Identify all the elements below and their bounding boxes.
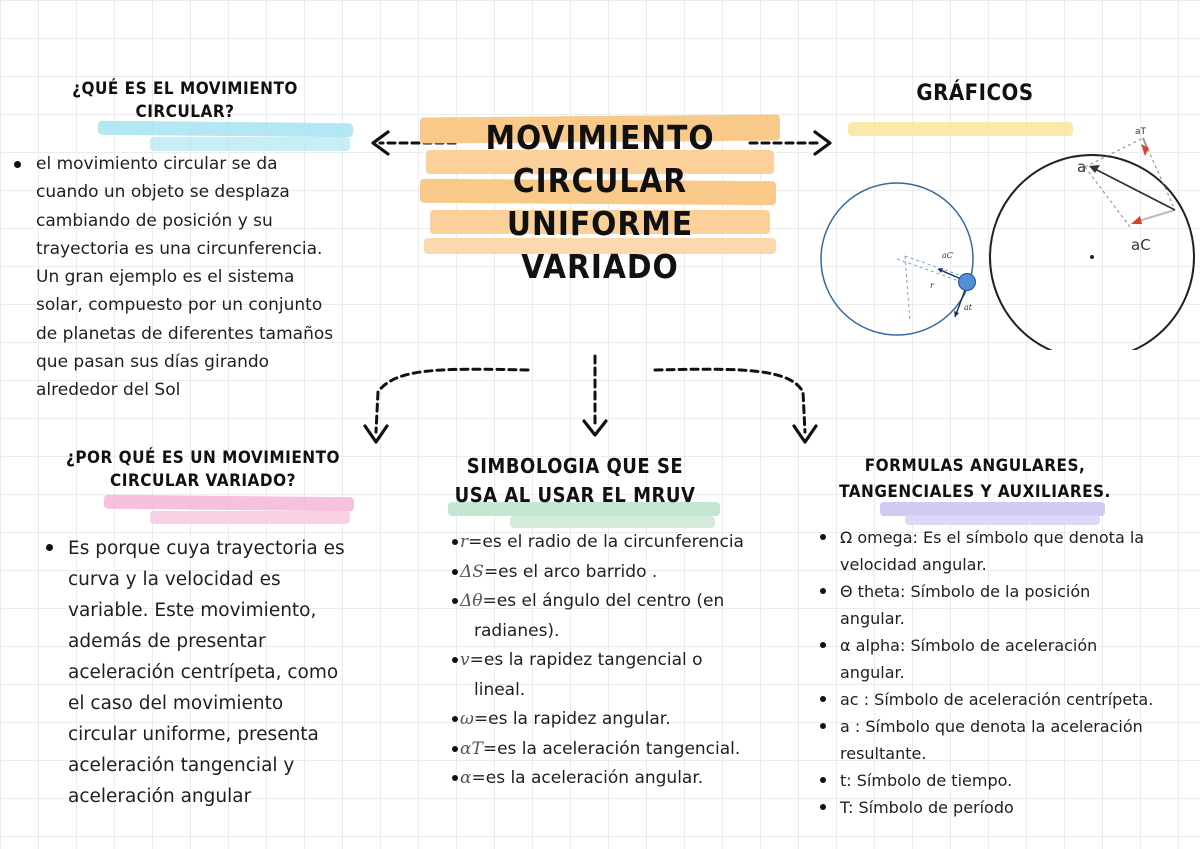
- symbol-v: v: [460, 650, 470, 670]
- que-es-line-8: que pasan sus días girando: [36, 352, 270, 373]
- que-es-line-5: Un gran ejemplo es el sistema: [36, 267, 295, 288]
- simbologia-heading-line-1: SIMBOLOGIA QUE SE: [466, 454, 684, 478]
- formulas-heading-line-1: FORMULAS ANGULARES,: [864, 456, 1086, 476]
- symbol-omega: ω: [460, 709, 474, 729]
- simbologia-cont: radianes).: [474, 620, 560, 641]
- que-es-line-1: el movimiento circular se da: [14, 150, 386, 178]
- formula-line-3: Θ theta: Símbolo de la posición: [820, 578, 1185, 605]
- title-line-3: VARiADO: [521, 247, 679, 286]
- simbologia-text: =es la aceleración angular.: [471, 768, 704, 788]
- simbologia-text: =es la aceleración tangencial.: [482, 738, 741, 759]
- simbologia-marker-2: [510, 516, 715, 528]
- por-que-line-8: aceleración tangencial y: [68, 755, 295, 776]
- formula-line-6: angular.: [840, 663, 905, 682]
- simbologia-marker: [448, 502, 720, 516]
- diagram-small-circle: aC r at: [820, 182, 976, 336]
- por-que-heading: ¿POR QUÉ ES UN MOVIMIENTO CIRCULAR VARIA…: [58, 447, 348, 493]
- simbologia-heading: SIMBOLOGIA QUE SE USA AL USAR EL MRUV: [430, 452, 720, 510]
- formula-line-4: angular.: [840, 609, 905, 628]
- por-que-line-5: aceleración centrípeta, como: [68, 662, 339, 683]
- label-at-small: at: [964, 303, 973, 312]
- simbologia-list: r=es el radio de la circunferencia ΔS=es…: [452, 528, 797, 794]
- formula-line-7: ac : Símbolo de aceleración centrípeta.: [820, 686, 1185, 713]
- que-es-heading-line-2: CIRCULAR?: [135, 102, 235, 122]
- symbol-alpha: α: [460, 768, 472, 788]
- por-que-line-2: curva y la velocidad es: [68, 569, 281, 590]
- page-title: MOViMiENTO CiRCULAR UNiFORME VARiADO: [420, 116, 780, 288]
- que-es-line-2: cuando un objeto se desplaza: [36, 182, 290, 203]
- label-ac-big: aC: [1131, 236, 1151, 254]
- por-que-marker-2: [150, 511, 350, 524]
- title-highlight: [419, 110, 781, 260]
- que-es-text: el movimiento circular se da cuando un o…: [14, 150, 386, 405]
- simbologia-heading-line-2: USA AL USAR EL MRUV: [454, 483, 696, 507]
- formula-line-5: α alpha: Símbolo de aceleración: [820, 632, 1185, 659]
- por-que-line-3: variable. Este movimiento,: [68, 600, 317, 621]
- que-es-line-6: solar, compuesto por un conjunto: [36, 295, 323, 316]
- que-es-heading-line-1: ¿QUÉ ES EL MOVIMIENTO: [72, 79, 298, 99]
- simbologia-item: ω=es la rapidez angular.: [452, 705, 797, 735]
- por-que-line-6: el caso del movimiento: [68, 693, 284, 714]
- symbol-r: r: [460, 532, 469, 552]
- symbol-delta-theta: Δθ: [460, 591, 483, 611]
- formula-line-9: resultante.: [840, 744, 927, 763]
- formulas-marker-2: [905, 515, 1100, 525]
- por-que-heading-line-1: ¿POR QUÉ ES UN MOVIMIENTO: [65, 448, 341, 468]
- label-ac-small: aC: [942, 251, 953, 260]
- simbologia-item: v=es la rapidez tangencial o: [452, 646, 797, 676]
- title-line-1: MOViMiENTO: [485, 118, 715, 157]
- simbologia-item: α=es la aceleración angular.: [452, 764, 797, 794]
- simbologia-item: ΔS=es el arco barrido .: [452, 558, 797, 588]
- simbologia-item: Δθ=es el ángulo del centro (en: [452, 587, 797, 617]
- que-es-line-4: trayectoria es una circunferencia.: [36, 238, 323, 259]
- formula-line-1: Ω omega: Es el símbolo que denota la: [820, 524, 1185, 551]
- formulas-heading-line-2: TANGENCIALES Y AUXILIARES.: [839, 482, 1111, 502]
- symbol-delta-s: ΔS: [460, 561, 484, 582]
- simbologia-text: =es la rapidez tangencial o: [469, 650, 703, 670]
- simbologia-text: =es el radio de la circunferencia: [468, 532, 744, 552]
- simbologia-text: =es la rapidez angular.: [473, 709, 671, 729]
- label-at-big: aT: [1135, 127, 1147, 137]
- simbologia-item: αT=es la aceleración tangencial.: [452, 735, 797, 765]
- symbol-alpha-t: αT: [460, 738, 483, 759]
- por-que-line-9: aceleración angular: [68, 786, 252, 807]
- simbologia-cont: lineal.: [474, 679, 526, 700]
- formulas-heading: FORMULAS ANGULARES, TANGENCIALES Y AUXIL…: [830, 453, 1120, 505]
- por-que-heading-line-2: CIRCULAR VARIADO?: [110, 471, 296, 491]
- que-es-marker-2: [150, 137, 350, 151]
- por-que-marker: [103, 494, 355, 512]
- formula-line-11: T: Símbolo de período: [820, 794, 1185, 821]
- formulas-list: Ω omega: Es el símbolo que denota la vel…: [820, 524, 1185, 821]
- por-que-line-7: circular uniforme, presenta: [68, 724, 319, 745]
- que-es-heading: ¿QUÉ ES EL MOVIMIENTO CIRCULAR?: [60, 78, 310, 124]
- graficos-marker: [848, 122, 1073, 136]
- formula-line-10: t: Símbolo de tiempo.: [820, 767, 1185, 794]
- formulas-marker: [880, 502, 1105, 516]
- que-es-line-3: cambiando de posición y su: [36, 210, 273, 231]
- simbologia-text: =es el ángulo del centro (en: [482, 591, 725, 611]
- simbologia-text: =es el arco barrido .: [483, 561, 658, 582]
- simbologia-item: r=es el radio de la circunferencia: [452, 528, 797, 558]
- graficos-heading: GRÁFICOS: [916, 81, 1034, 106]
- por-que-text: Es porque cuya trayectoria es curva y la…: [46, 533, 398, 812]
- formula-line-2: velocidad angular.: [840, 555, 987, 574]
- que-es-line-9: alrededor del Sol: [36, 380, 181, 401]
- que-es-line-7: de planetas de diferentes tamaños: [36, 323, 334, 344]
- por-que-line-1: Es porque cuya trayectoria es: [46, 533, 398, 564]
- por-que-line-4: además de presentar: [68, 631, 266, 652]
- formula-line-8: a : Símbolo que denota la aceleración: [820, 713, 1185, 740]
- title-line-2: CiRCULAR UNiFORME: [506, 161, 694, 243]
- label-a-big: a: [1077, 158, 1086, 176]
- diagram-large-circle: a aT aC: [989, 127, 1195, 350]
- label-r: r: [930, 281, 935, 290]
